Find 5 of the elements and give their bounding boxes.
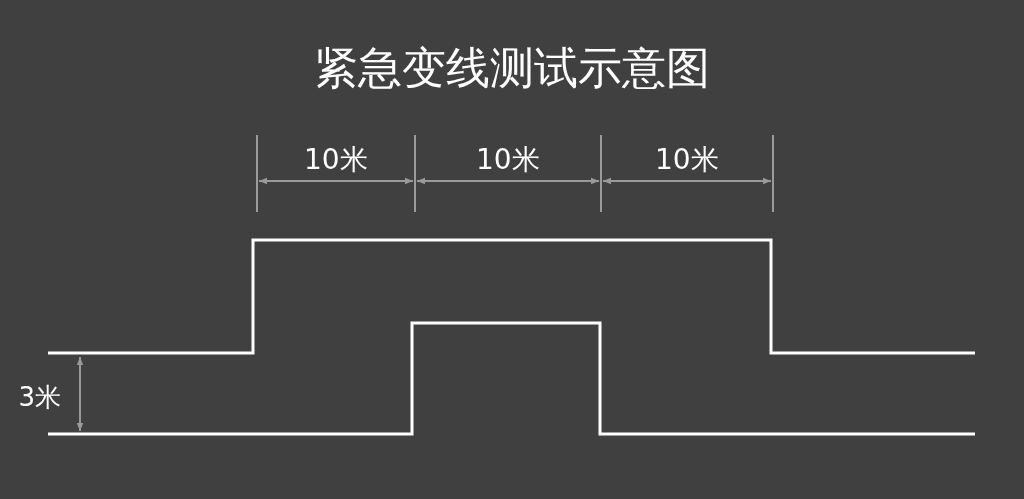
dimension-label: 3米 xyxy=(18,384,62,410)
dimension-label: 10米 xyxy=(304,146,368,174)
dimension-label: 10米 xyxy=(655,146,719,174)
title: 紧急变线测试示意图 xyxy=(314,46,710,90)
dimension-label: 10米 xyxy=(476,146,540,174)
